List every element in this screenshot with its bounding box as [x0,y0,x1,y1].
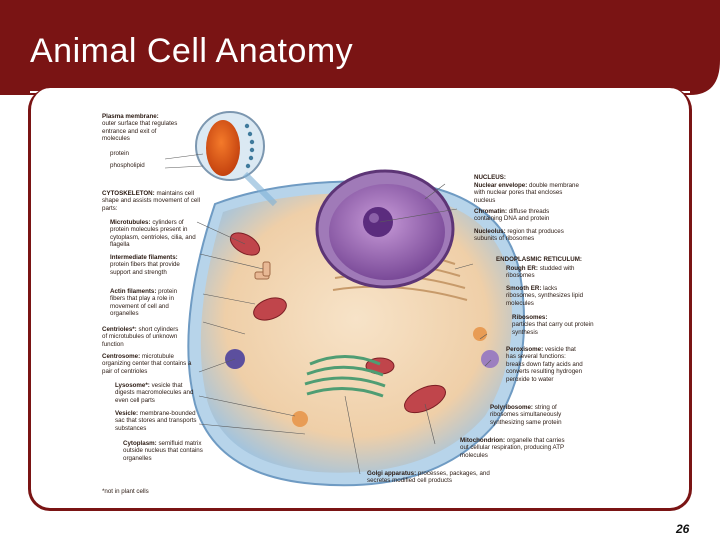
label-microtubules: Microtubules: cylinders of protein molec… [110,219,200,249]
cytoplasm-term: Cytoplasm: [123,440,157,447]
cytoplasm-desc: semifluid matrix outside nucleus that co… [123,440,203,462]
ribosomes-term: Ribosomes: [512,314,548,321]
nuclear-envelope-desc: double membrane with nuclear pores that … [474,182,579,204]
mitochondrion-term: Mitochondrion: [460,437,506,444]
label-cytoplasm: Cytoplasm: semifluid matrix outside nucl… [123,440,208,462]
page-number: 26 [676,522,690,536]
label-smooth-er: Smooth ER: lacks ribosomes, synthesizes … [506,285,586,307]
nucleolus-shape [363,207,393,237]
golgi-term: Golgi apparatus: [367,470,417,477]
label-protein: protein [110,150,129,157]
label-chromatin: Chromatin: diffuse threads containing DN… [474,208,574,223]
actin-filaments-term: Actin filaments: [110,288,157,295]
mitochondrion-desc: organelle that carries out cellular resp… [460,437,565,459]
intermediate-filaments-term: Intermediate filaments: [110,254,178,261]
leader-lines [164,153,492,475]
label-nuclear-envelope: Nuclear envelope: double membrane with n… [474,182,579,204]
label-centrioles: Centrioles*: short cylinders of microtub… [102,326,184,348]
centrosome-term: Centrosome: [102,353,141,360]
chromatin-desc: diffuse threads containing DNA and prote… [474,208,550,223]
microtubules-desc: cylinders of protein molecules present i… [110,219,196,249]
label-intermediate-filaments: Intermediate filaments: protein fibers t… [110,254,192,276]
vesicle-desc: membrane-bounded sac that stores and tra… [115,410,197,432]
label-er: ENDOPLASMIC RETICULUM: [496,256,582,263]
lysosome-desc: vesicle that digests macromolecules and … [115,382,194,404]
polyribosome-desc: string of ribosomes simultaneously synth… [490,404,562,426]
label-vesicle: Vesicle: membrane-bounded sac that store… [115,410,203,432]
peroxisome-term: Peroxisome: [506,346,544,353]
centrioles-desc: short cylinders of microtubules of unkno… [102,326,179,348]
plasma-membrane-term: Plasma membrane: [102,113,159,120]
label-nucleus: NUCLEUS: [474,174,506,181]
centrioles-term: Centrioles*: [102,326,137,333]
vesicle-shape [292,411,308,427]
smooth-er-term: Smooth ER: [506,285,542,292]
label-footnote: *not in plant cells [102,488,149,495]
label-phospholipid: phospholipid [110,162,145,169]
vesicle-term: Vesicle: [115,410,139,417]
golgi-desc: processes, packages, and secretes modifi… [367,470,490,485]
label-rough-er: Rough ER: studded with ribosomes [506,265,586,280]
label-peroxisome: Peroxisome: vesicle that has several fun… [506,346,586,383]
rough-er-desc: studded with ribosomes [506,265,575,280]
peroxisome-desc: vesicle that has several functions: brea… [506,346,583,383]
label-nucleolus: Nucleolus: region that produces subunits… [474,228,584,243]
lysosome-term: Lysosome*: [115,382,150,389]
label-mitochondrion: Mitochondrion: organelle that carries ou… [460,437,565,459]
rough-er-term: Rough ER: [506,265,538,272]
cytoskeleton-desc: maintains cell shape and assists movemen… [102,190,201,212]
peroxisome-shape [481,350,499,368]
label-golgi: Golgi apparatus: processes, packages, an… [367,470,497,485]
label-ribosomes: Ribosomes: particles that carry out prot… [512,314,600,336]
golgi-shape [304,355,386,398]
ribosomes-desc: particles that carry out protein synthes… [512,321,594,336]
cytoskeleton-term: CYTOSKELETON: [102,190,155,197]
er-term: ENDOPLASMIC RETICULUM: [496,256,582,263]
label-polyribosome: Polyribosome: string of ribosomes simult… [490,404,580,426]
plasma-membrane-desc: outer surface that regulates entrance an… [102,120,178,143]
microtubules-term: Microtubules: [110,219,151,226]
label-actin-filaments: Actin filaments: protein fibers that pla… [110,288,190,318]
nucleolus-desc: region that produces subunits of ribosom… [474,228,564,243]
smooth-er-desc: lacks ribosomes, synthesizes lipid molec… [506,285,584,307]
label-cytoskeleton: CYTOSKELETON: maintains cell shape and a… [102,190,212,212]
nucleus-term: NUCLEUS: [474,174,506,181]
nucleolus-term: Nucleolus: [474,228,506,235]
slide-title: Animal Cell Anatomy [30,32,354,70]
animal-cell-diagram [164,111,526,487]
label-plasma-membrane: Plasma membrane: outer surface that regu… [102,113,182,143]
centrosome-desc: microtubule organizing center that conta… [102,353,192,375]
label-centrosome: Centrosome: microtubule organizing cente… [102,353,192,375]
label-lysosome: Lysosome*: vesicle that digests macromol… [115,382,200,404]
chromatin-term: Chromatin: [474,208,507,215]
actin-filaments-desc: protein fibers that play a role in movem… [110,288,178,318]
polyribosome-term: Polyribosome: [490,404,533,411]
title-bar: Animal Cell Anatomy [0,0,720,96]
intermediate-filaments-desc: protein fibers that provide support and … [110,261,180,276]
nuclear-envelope-term: Nuclear envelope: [474,182,528,189]
